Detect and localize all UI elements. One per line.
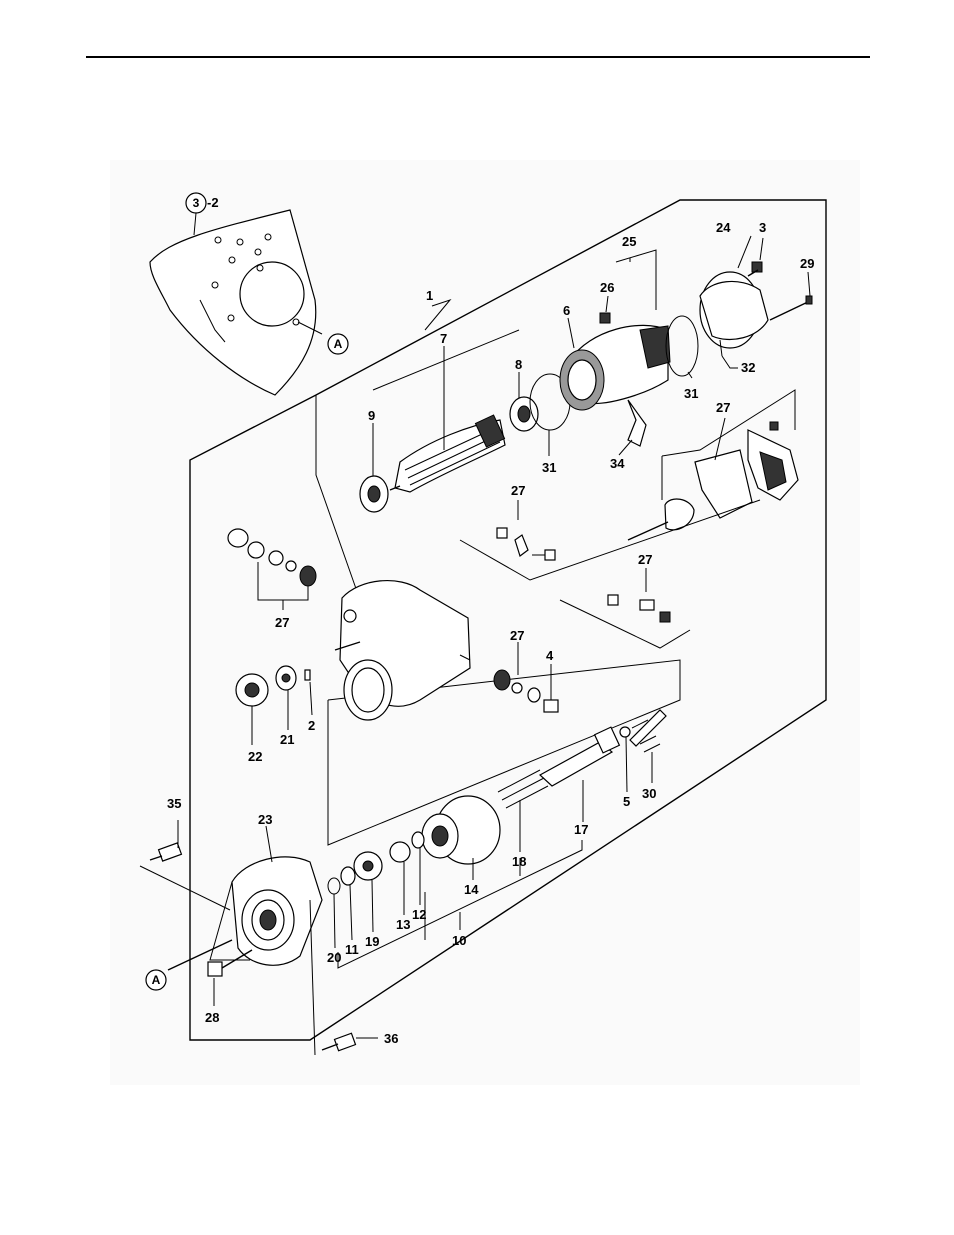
ref-a-top-label: A	[334, 337, 343, 351]
callout-12: 12	[412, 907, 426, 922]
callout-6: 6	[563, 303, 570, 318]
callout-13: 13	[396, 917, 410, 932]
callout-32: 32	[741, 360, 755, 375]
callout-23: 23	[258, 812, 272, 827]
callout-27-center: 27	[511, 483, 525, 498]
callout-27-lower: 27	[510, 628, 524, 643]
callout-8: 8	[515, 357, 522, 372]
callout-24: 24	[716, 220, 731, 235]
callout-4: 4	[546, 648, 554, 663]
callout-20: 20	[327, 950, 341, 965]
callout-2: 2	[308, 718, 315, 733]
callout-26: 26	[600, 280, 614, 295]
callout-31-right: 31	[684, 386, 698, 401]
callout-11: 11	[345, 942, 359, 957]
callout-27-right: 27	[638, 552, 652, 567]
callout-36: 36	[384, 1031, 398, 1046]
callout-35: 35	[167, 796, 181, 811]
callout-10: 10	[452, 933, 466, 948]
ref-marker-a-top: A	[328, 334, 348, 354]
callout-19: 19	[365, 934, 379, 949]
ref-number-top: 3	[193, 196, 200, 210]
callout-5: 5	[623, 794, 630, 809]
ref-a-bottom-label: A	[152, 973, 161, 987]
callout-22: 22	[248, 749, 262, 764]
callout-7: 7	[440, 331, 447, 346]
callout-29: 29	[800, 256, 814, 271]
callout-17: 17	[574, 822, 588, 837]
callout-25: 25	[622, 234, 636, 249]
callout-21: 21	[280, 732, 294, 747]
callout-1: 1	[426, 288, 433, 303]
callout-28: 28	[205, 1010, 219, 1025]
callout-31-left: 31	[542, 460, 556, 475]
callout-27-left: 27	[275, 615, 289, 630]
callout-18: 18	[512, 854, 526, 869]
ref-suffix-top: -2	[207, 195, 219, 210]
callout-9: 9	[368, 408, 375, 423]
callout-30: 30	[642, 786, 656, 801]
callout-34: 34	[610, 456, 625, 471]
callout-14: 14	[464, 882, 479, 897]
callout-3: 3	[759, 220, 766, 235]
callout-27-top-right: 27	[716, 400, 730, 415]
